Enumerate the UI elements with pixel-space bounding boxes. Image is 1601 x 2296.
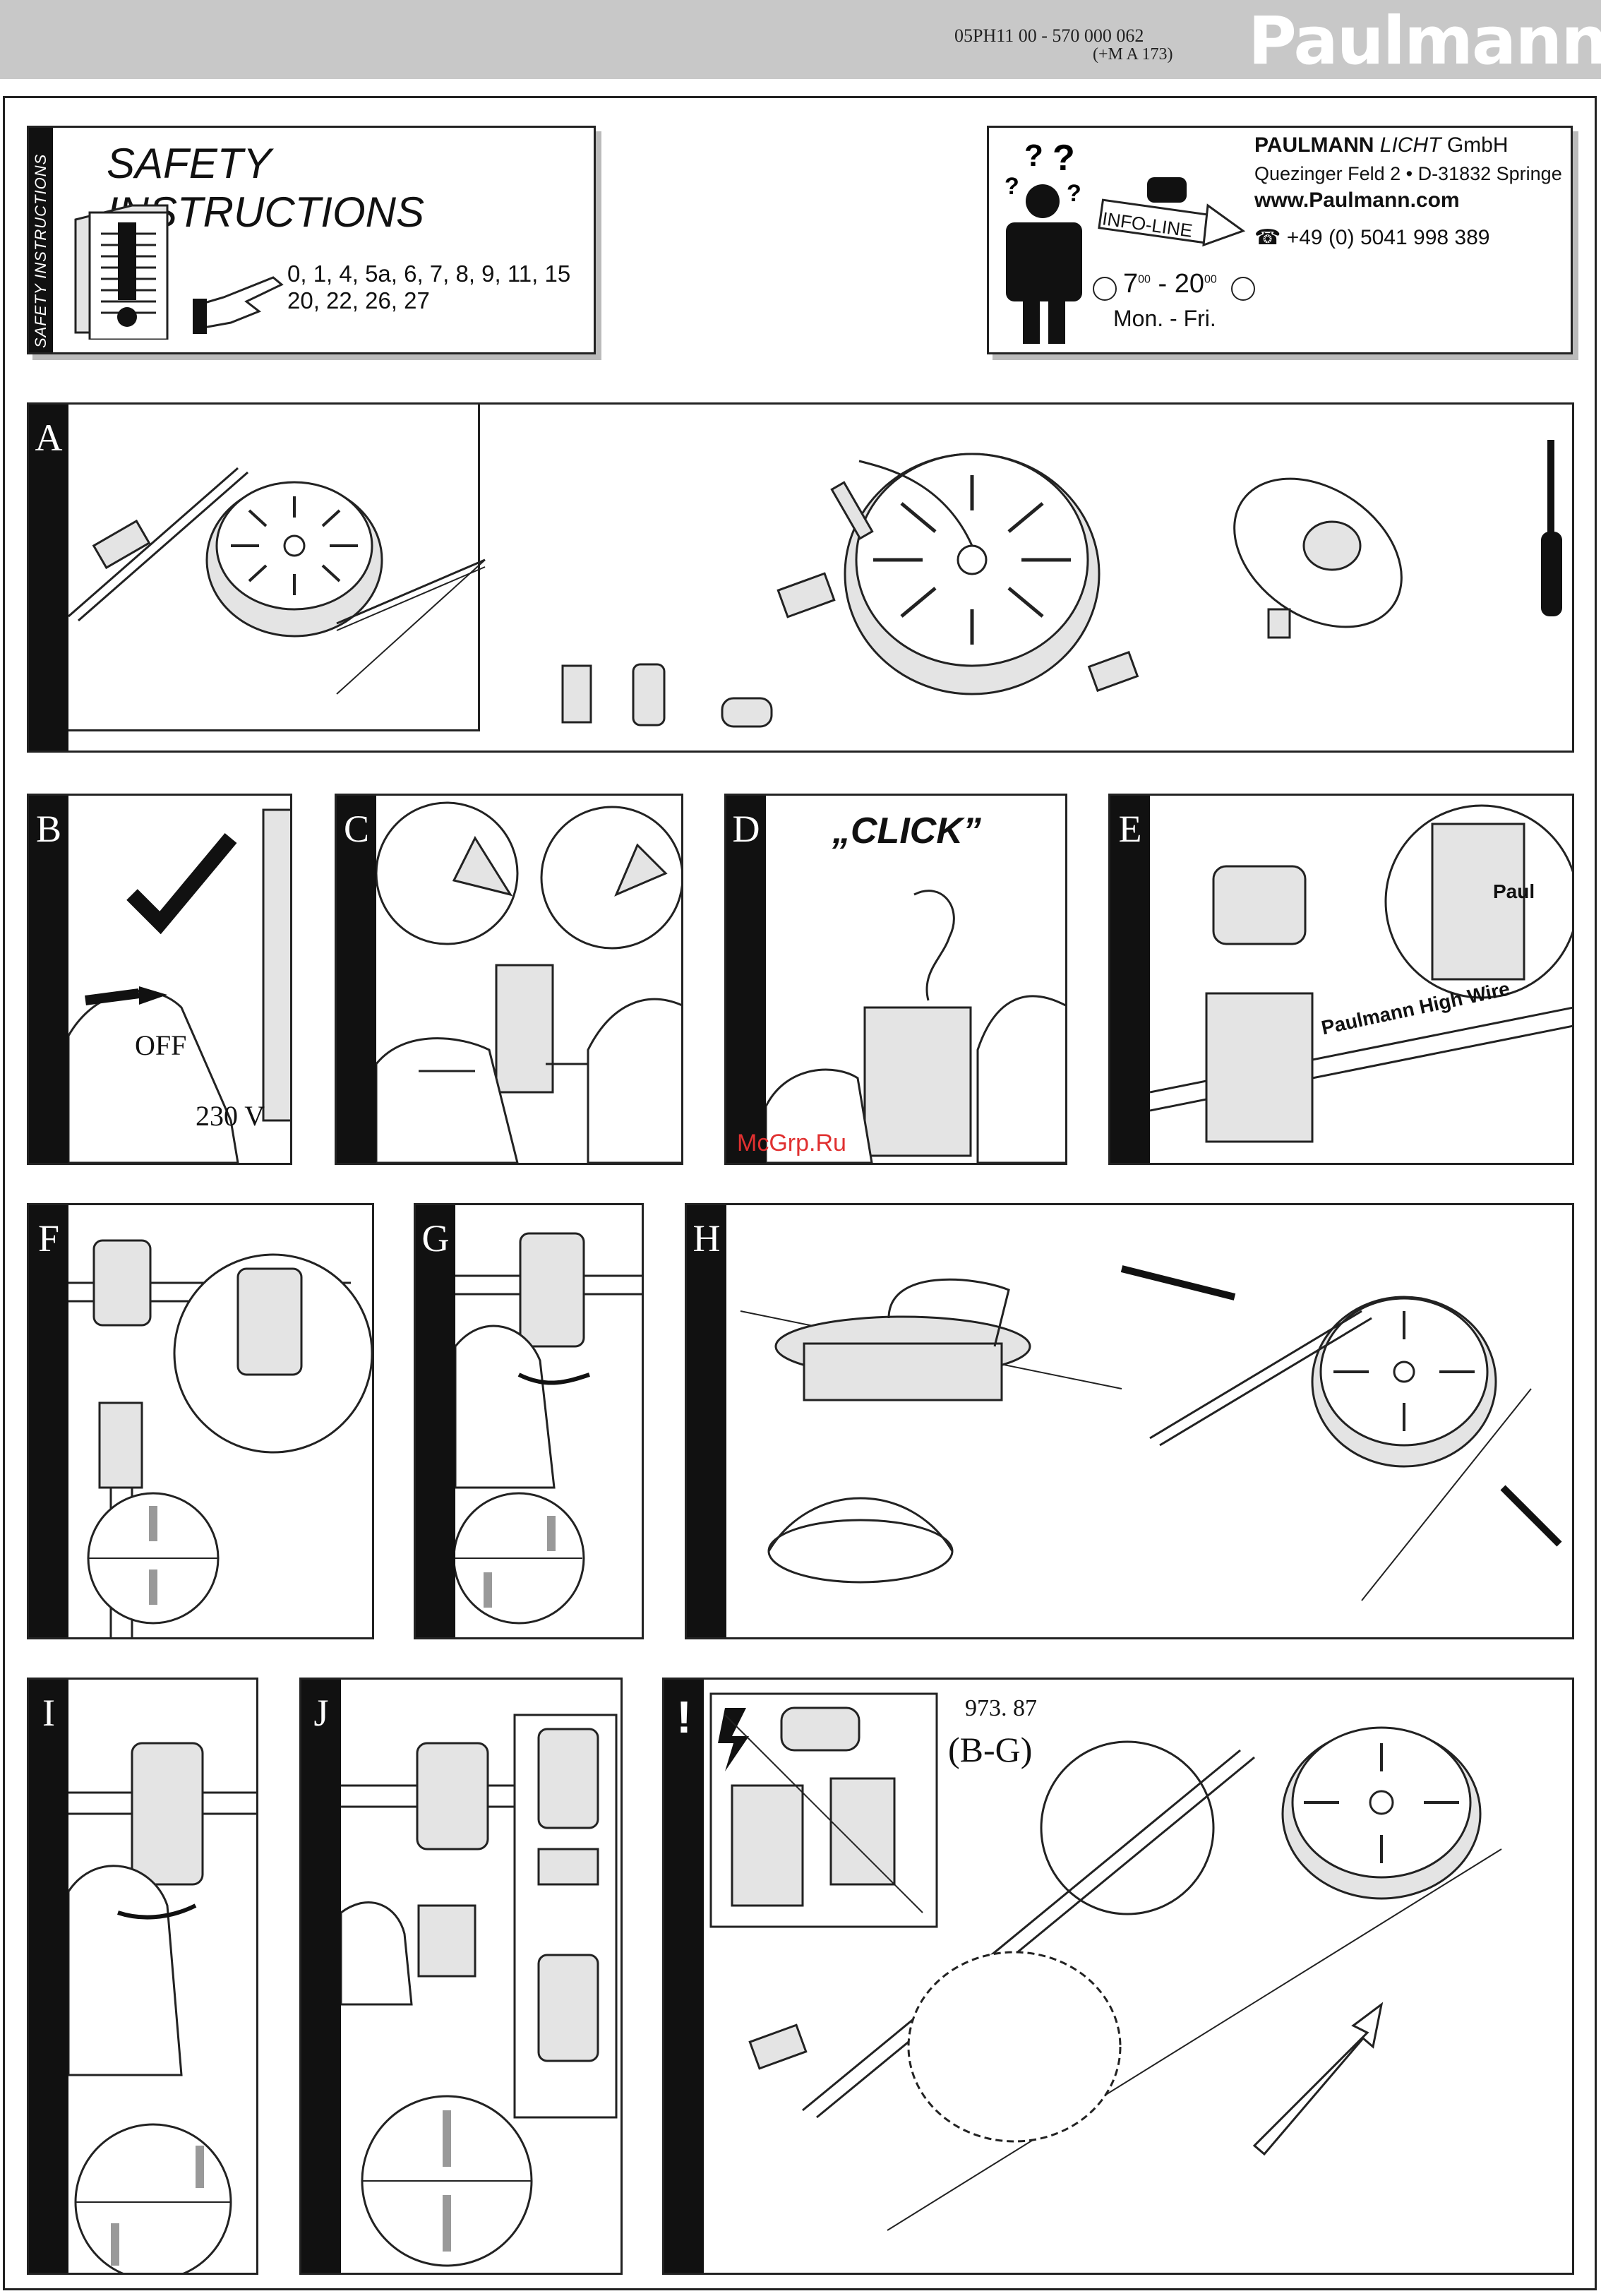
switch-off-illustration [68, 808, 290, 1163]
article-number: 973. 87 [965, 1695, 1037, 1721]
panel-b-letter: B [35, 808, 62, 850]
panel-g-letter: G [421, 1217, 450, 1260]
panel-a-letter: A [35, 417, 63, 459]
step-range: (B-G) [948, 1730, 1033, 1769]
panel-g: G [414, 1203, 644, 1639]
company-address: Quezinger Feld 2 • D-31832 Springe [1254, 163, 1562, 184]
off-label: OFF [135, 1029, 187, 1061]
panel-a-inset [68, 405, 480, 731]
terminal-remove-illustration [341, 1714, 618, 2267]
panel-b: B OFF 230 V [27, 794, 292, 1165]
safety-box: SAFETY INSTRUCTIONS SAFETY INSTRUCTIONS … [27, 126, 596, 354]
panel-h-letter: H [692, 1217, 721, 1260]
panel-a: A [27, 402, 1574, 753]
info-line-icon: ? ? ? ? [1005, 138, 1255, 344]
doc-number: 05PH11 00 - 570 000 062 [954, 25, 1144, 46]
voltage-label: 230 V [196, 1100, 265, 1132]
hours: 700 - 2000 [1123, 269, 1217, 299]
panel-f-letter: F [37, 1217, 60, 1260]
panel-e: E Paulmann High Wire Paul [1108, 794, 1574, 1165]
brand-logo: Paulmann [1248, 3, 1601, 80]
panel-j: J [299, 1678, 623, 2275]
panel-c: C [335, 794, 683, 1165]
phone-icon: ☎ [1254, 226, 1281, 249]
panel-i-letter: I [42, 1692, 55, 1734]
click-connector-illustration [766, 890, 1065, 1163]
mounting-illustration [740, 1265, 1562, 1601]
panel-d: D „CLICK” [724, 794, 1067, 1165]
document-warning-icon [74, 204, 284, 340]
safety-side-label: SAFETY INSTRUCTIONS [32, 153, 49, 348]
terminal-twist-illustration [455, 1232, 642, 1625]
safety-side-bar [29, 128, 53, 352]
terminal-push-illustration [68, 1239, 372, 1637]
contact-box: ? ? ? ? INFO-LINE 700 - 2000 Mon. - Fri.… [987, 126, 1573, 354]
safety-numbers-2: 20, 22, 26, 27 [287, 287, 430, 313]
panel-i: I [27, 1678, 258, 2275]
panel-warning: ! 973. 87 (B-G) [662, 1678, 1574, 2275]
paul-label: Paul [1493, 880, 1535, 902]
company-name: PAULMANN LICHT GmbH [1254, 133, 1509, 157]
cap-fitting-illustration [1150, 804, 1572, 1143]
click-label: „CLICK” [832, 811, 981, 851]
watermark: McGrp.Ru [737, 1130, 846, 1156]
company-website[interactable]: www.Paulmann.com [1254, 189, 1460, 212]
safety-numbers-1: 0, 1, 4, 5a, 6, 7, 8, 9, 11, 15 [287, 261, 571, 287]
svg-text:?: ? [1053, 138, 1075, 179]
doc-number-suffix: (+M A 173) [1093, 45, 1173, 64]
panel-j-letter: J [313, 1692, 329, 1734]
svg-text:?: ? [1005, 173, 1019, 200]
terminal-release-illustration [68, 1742, 256, 2273]
connector-insert-illustration [376, 801, 681, 1163]
panel-d-letter: D [732, 808, 760, 850]
panel-c-letter: C [343, 808, 370, 850]
company-phone: ☎ +49 (0) 5041 998 389 [1254, 226, 1490, 249]
panel-e-letter: E [1118, 808, 1142, 850]
header-bar [0, 0, 1601, 79]
panel-h: H [685, 1203, 1574, 1639]
system-overview-illustration [709, 1692, 1502, 2231]
panel-warning-letter: ! [676, 1692, 692, 1742]
luminaire-parts-illustration [68, 440, 1562, 728]
svg-text:?: ? [1067, 180, 1081, 207]
panel-f: F [27, 1203, 374, 1639]
svg-text:?: ? [1024, 138, 1043, 173]
days: Mon. - Fri. [1113, 306, 1216, 331]
page-frame [3, 96, 1597, 2290]
